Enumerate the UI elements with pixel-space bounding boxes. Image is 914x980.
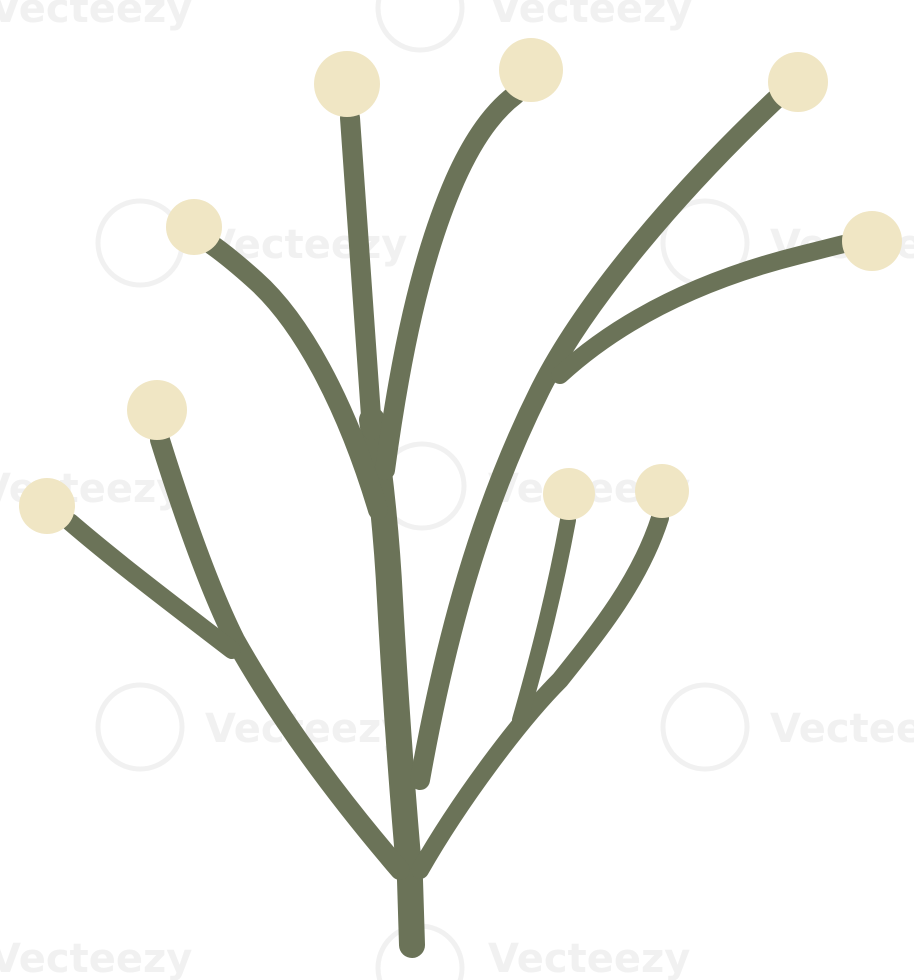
berry-group xyxy=(19,38,902,534)
stem-top-center xyxy=(375,85,525,480)
watermark-text: Vecteezy xyxy=(488,936,690,980)
stem-right-long xyxy=(410,90,785,790)
stem-top-center-left xyxy=(340,108,382,440)
watermark-text: Vecteezy xyxy=(0,0,192,32)
watermark-text: Vecteezy xyxy=(490,0,692,32)
berry xyxy=(768,52,828,112)
berry xyxy=(842,211,902,271)
watermark-text: Vecteezy xyxy=(0,936,192,980)
stem-far-left xyxy=(61,513,241,659)
stem-lower-left xyxy=(150,430,410,880)
stem-lower-right xyxy=(411,509,669,879)
stem-lower-right-inner xyxy=(512,512,576,728)
stem-right-branch xyxy=(551,234,857,384)
stem-group xyxy=(61,85,857,958)
vecteezy-logo-icon xyxy=(660,682,750,772)
vecteezy-logo-icon xyxy=(95,198,185,288)
vecteezy-logo-icon xyxy=(95,682,185,772)
berry xyxy=(635,464,689,518)
stem-upper-left xyxy=(195,230,388,520)
berry xyxy=(127,380,187,440)
berry xyxy=(499,38,563,102)
berry xyxy=(166,199,222,255)
vecteezy-logo-icon xyxy=(375,0,465,53)
berry xyxy=(19,478,75,534)
berry xyxy=(543,468,595,520)
watermark-text: Vecteezy xyxy=(770,706,914,752)
berry xyxy=(314,51,380,117)
